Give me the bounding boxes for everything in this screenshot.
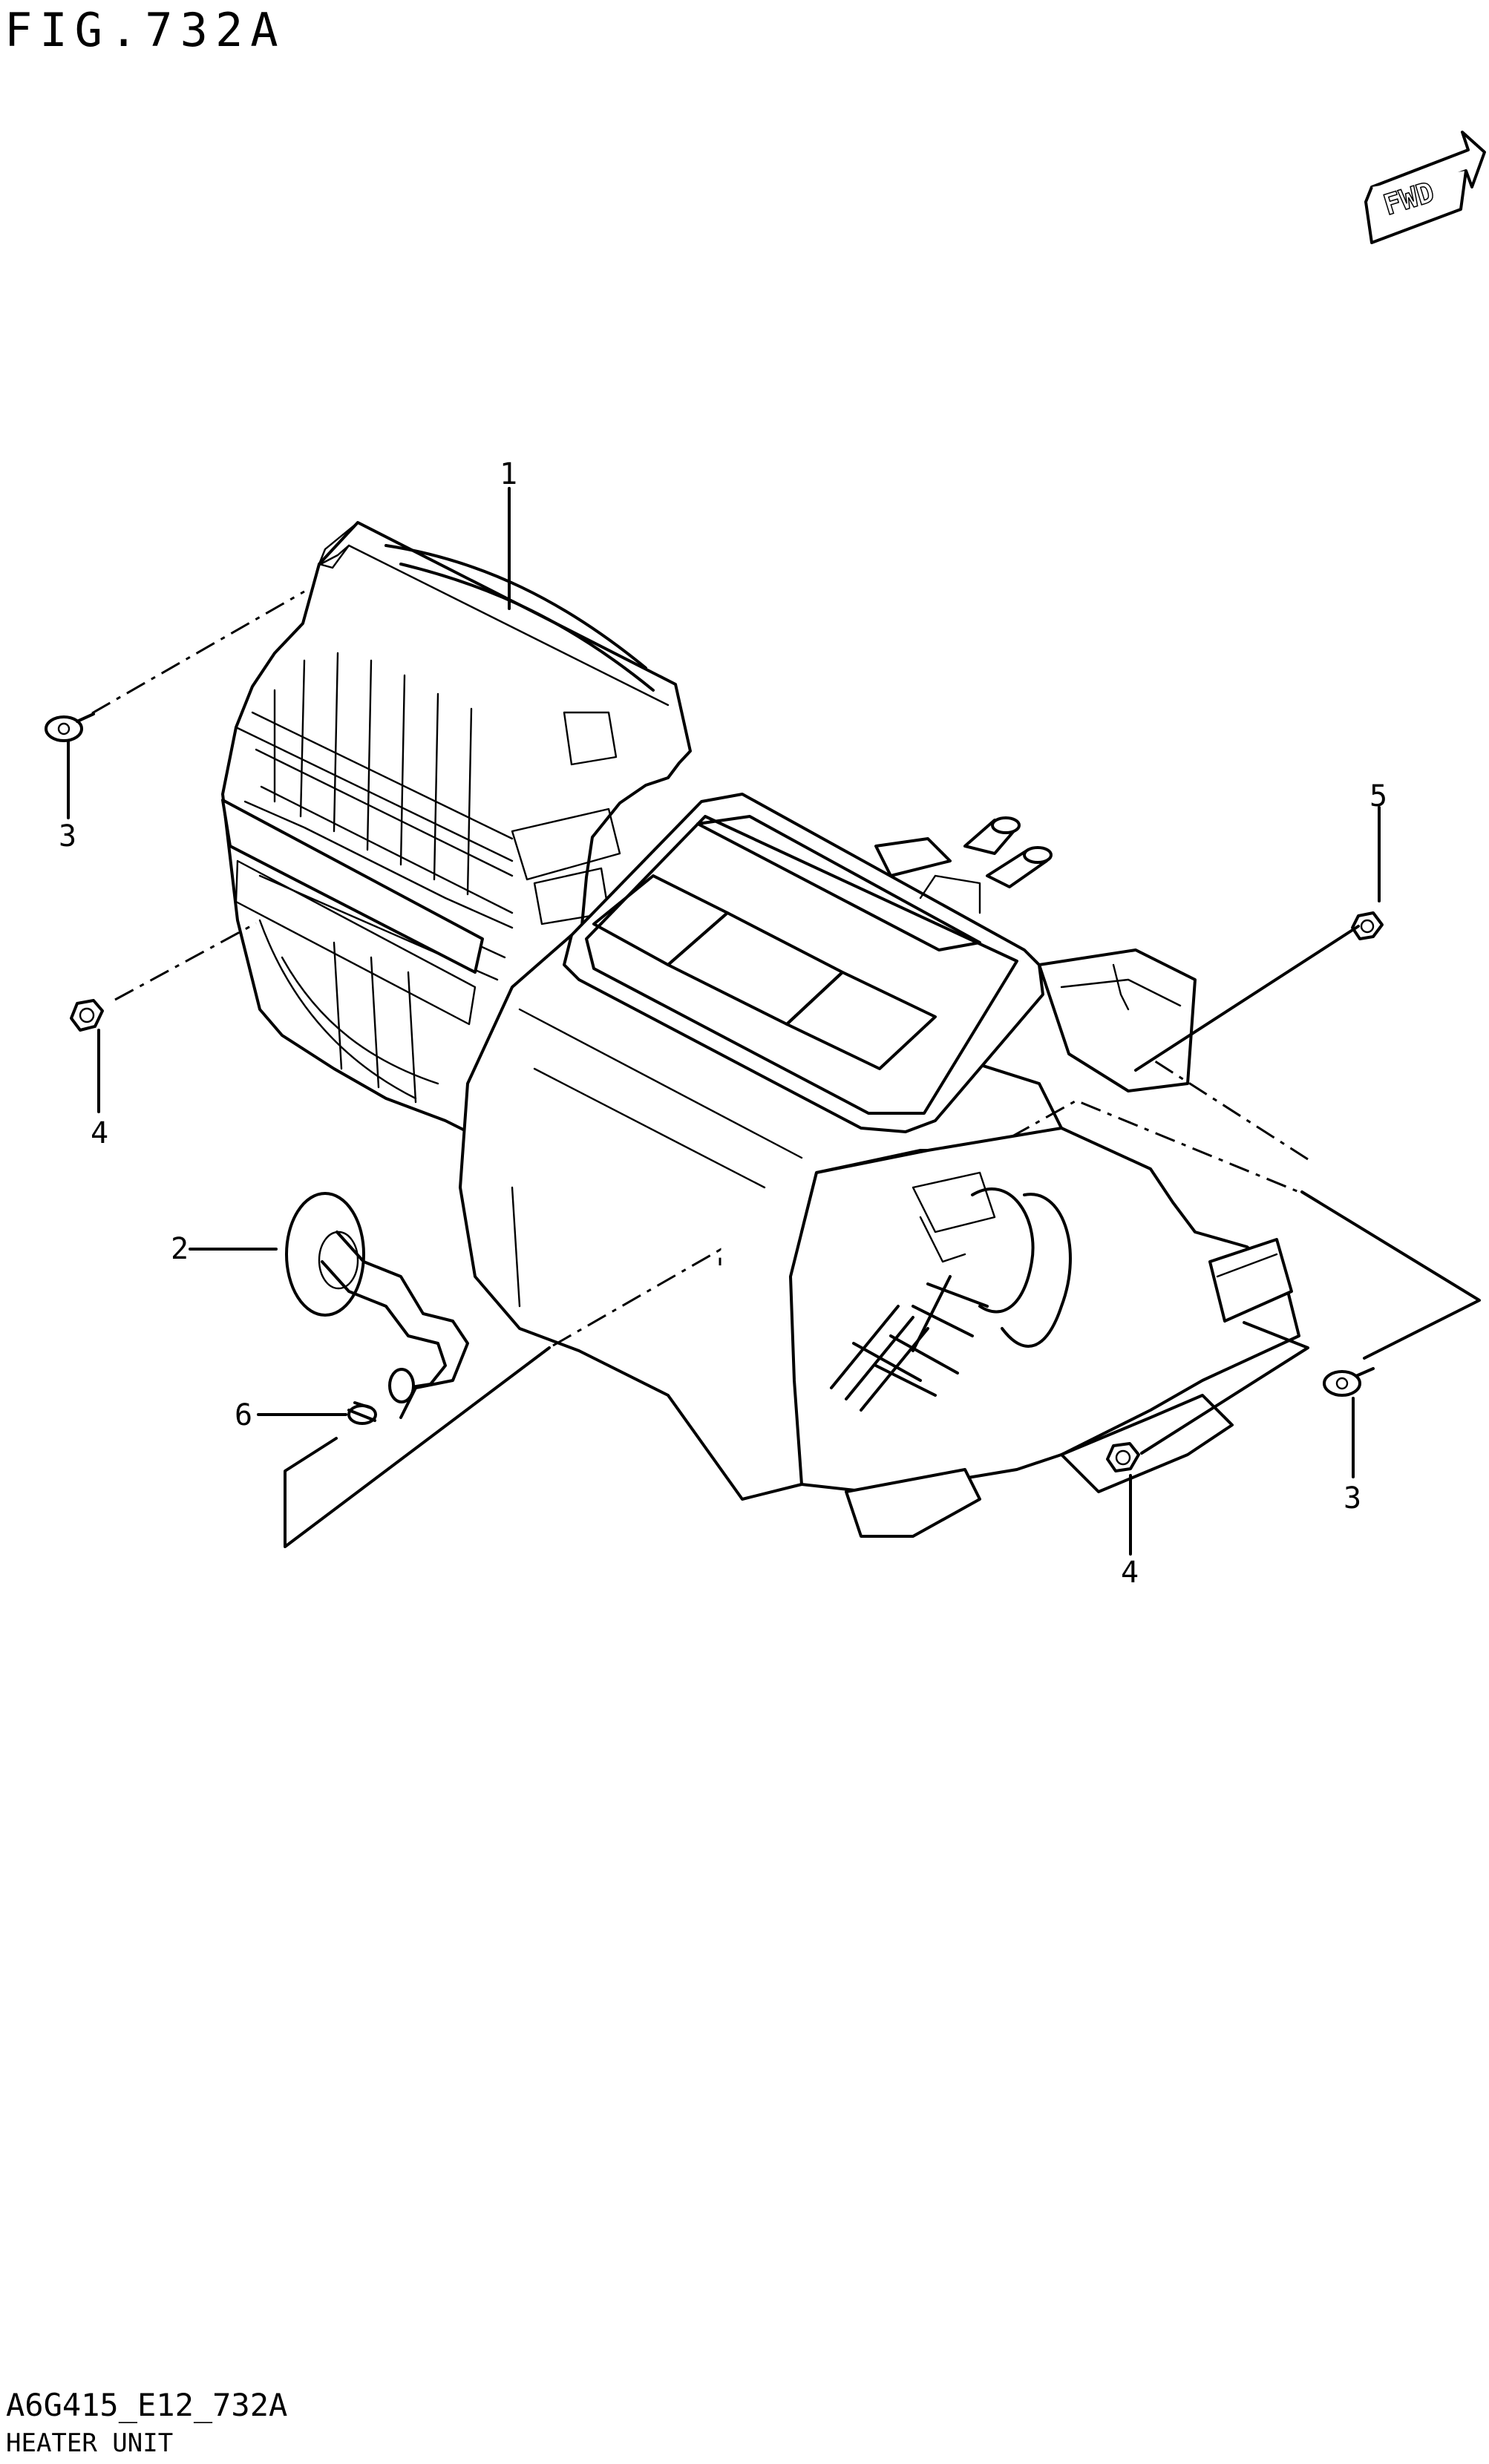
callout-4-left: 4 [91,1116,108,1150]
heater-vent-grid [830,1275,989,1412]
heater-core-pipes [874,816,1053,914]
part-4-left-nut-icon [70,999,104,1032]
callout-2: 2 [171,1232,189,1266]
callout-5: 5 [1369,779,1387,813]
figure-title: FIG.732A [4,3,286,57]
part-2-hose [285,1192,469,1419]
part-3-right-screw-icon [1323,1367,1375,1397]
fwd-arrow-icon: FWD [1364,131,1486,244]
dashed-attachment-lines [91,590,1309,1347]
part-4-right-nut-icon [1106,1442,1140,1472]
callout-4-right: 4 [1121,1556,1139,1590]
part-3-left-screw-icon [45,712,95,742]
callout-6: 6 [235,1398,252,1432]
leader-lines [67,487,1481,1556]
part-6-clamp-icon [347,1401,377,1425]
callout-3-left: 3 [59,819,76,853]
blower-grille [251,652,514,914]
callout-3-right: 3 [1344,1481,1361,1516]
callout-1: 1 [500,457,517,491]
part-5-nut-icon [1351,911,1384,940]
section-name: HEATER UNIT [6,2428,174,2458]
drawing-code: A6G415_E12_732A [6,2387,288,2423]
heater-unit-assembly [221,521,1300,1538]
